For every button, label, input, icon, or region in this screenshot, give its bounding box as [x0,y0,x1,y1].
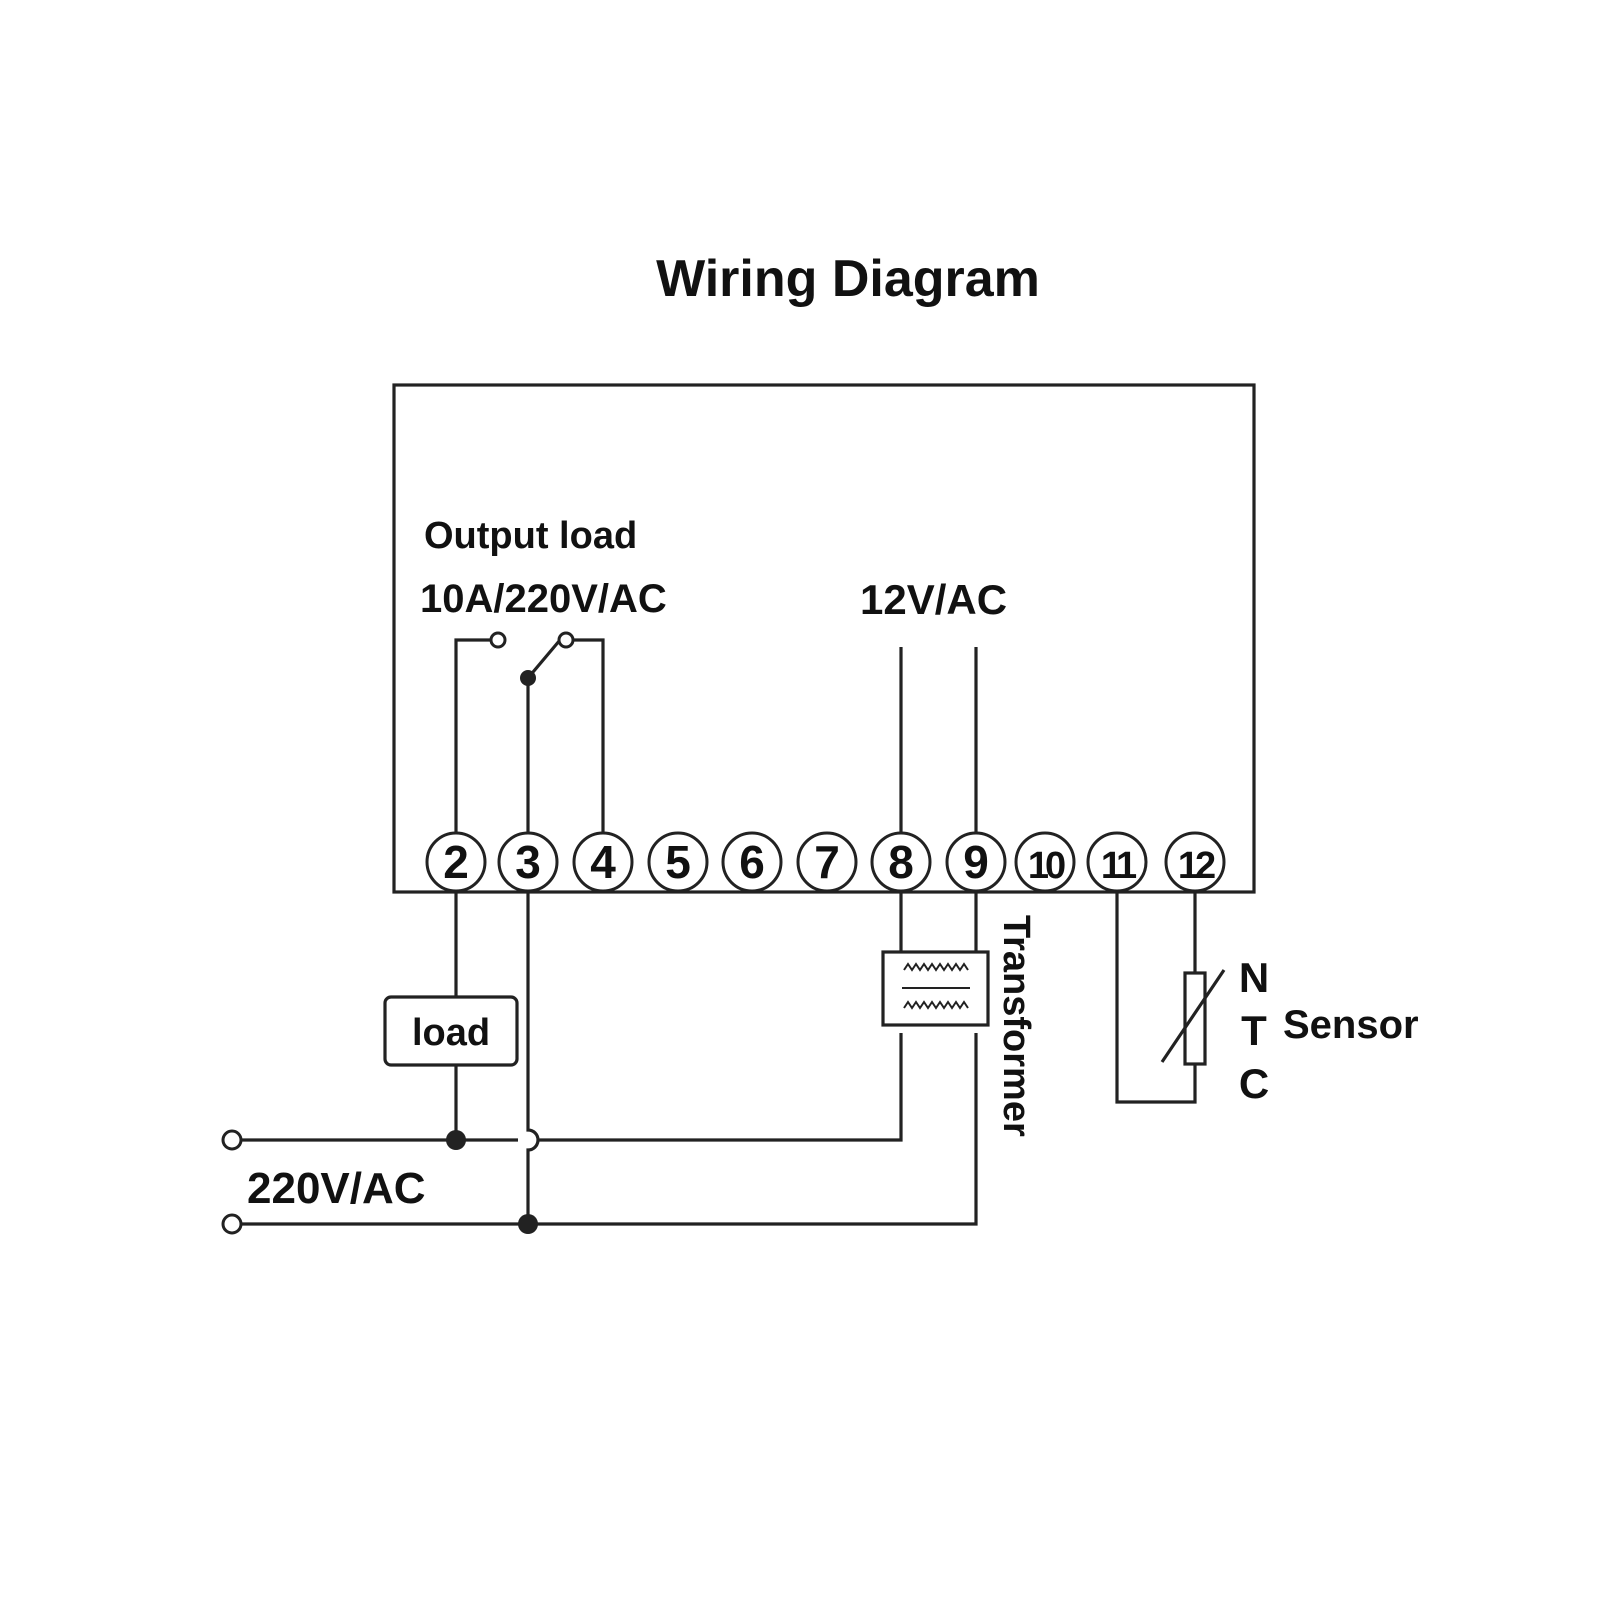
terminal-7: 7 [796,831,858,893]
terminal-2: 2 [425,831,487,893]
terminal-5: 5 [647,831,709,893]
terminal-circle [425,831,487,893]
terminal-12: 12 [1164,831,1226,893]
terminal-circle [572,831,634,893]
terminal-number: 12 [1178,845,1215,887]
terminal-number: 9 [963,836,989,888]
terminal-circle [647,831,709,893]
terminal-circle [1164,831,1226,893]
terminal-circle [1014,831,1076,893]
ntc-letter-t: T [1241,1007,1267,1054]
terminal-8: 8 [870,831,932,893]
terminal-circle [1086,831,1148,893]
terminal-number: 7 [814,836,840,888]
terminal-number: 10 [1028,845,1065,887]
ntc-letter-n: N [1239,954,1269,1001]
output-load-label: Output load [424,515,637,557]
relay-contact [454,631,605,862]
terminal-number: 4 [590,836,616,888]
terminal-number: 2 [443,836,469,888]
terminal-11: 11 [1086,831,1148,893]
terminal-circle [497,831,559,893]
terminal-3: 3 [497,831,559,893]
relay-rating-label: 10A/220V/AC [420,577,667,621]
load-box [383,995,519,1067]
terminal-number: 6 [739,836,765,888]
controller-housing [392,383,1256,894]
terminal-number: 5 [665,836,691,888]
terminal-number: 8 [888,836,914,888]
terminal-circle [870,831,932,893]
transformer-label: Transformer [995,915,1037,1137]
terminal-circle [945,831,1007,893]
sensor-label: Sensor [1283,1003,1419,1047]
terminal-6: 6 [721,831,783,893]
diagram-title: Wiring Diagram [656,250,1040,308]
terminal-4: 4 [572,831,634,893]
supply-label: 220V/AC [247,1164,426,1213]
ntc-letter-c: C [1239,1060,1269,1107]
terminal-circle [721,831,783,893]
ntc-sensor-icon [1160,969,1226,1066]
terminal-10: 10 [1014,831,1076,893]
transformer-icon [881,950,990,1027]
terminal-9: 9 [945,831,1007,893]
transformer-voltage-label: 12V/AC [860,576,1007,623]
load-label: load [412,1012,490,1054]
terminal-number: 11 [1101,845,1137,887]
terminal-number: 3 [515,836,541,888]
external-wiring [221,892,1197,1235]
terminal-circle [796,831,858,893]
